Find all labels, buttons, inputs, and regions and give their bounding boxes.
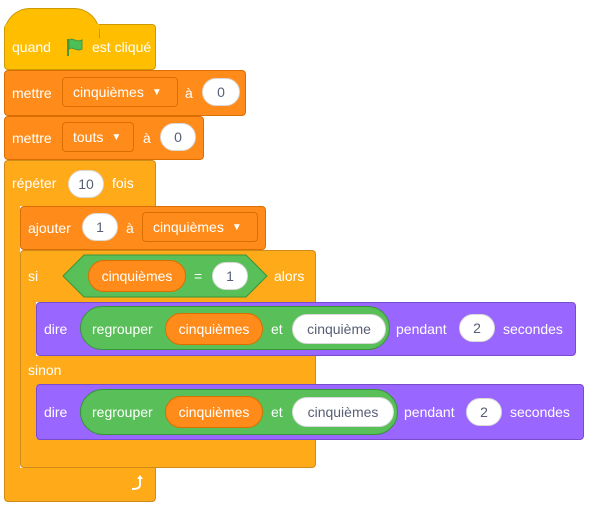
say1-unit: secondes xyxy=(503,321,563,337)
repeat-suffix: fois xyxy=(112,175,134,191)
change-variable-dropdown[interactable]: cinquièmes ▼ xyxy=(142,212,258,242)
set1-value-input[interactable]: 0 xyxy=(202,78,240,106)
cond-value-input[interactable]: 1 xyxy=(212,262,248,290)
say2-secs: 2 xyxy=(480,404,488,420)
repeat-bottom xyxy=(4,468,156,502)
set2-label: mettre xyxy=(12,130,52,146)
dropdown-arrow-icon: ▼ xyxy=(111,131,122,143)
say2-unit: secondes xyxy=(510,404,570,420)
repeat-arm xyxy=(4,204,20,470)
set2-to: à xyxy=(143,130,151,146)
cond-variable-name: cinquièmes xyxy=(101,268,173,284)
set1-variable-dropdown[interactable]: cinquièmes ▼ xyxy=(62,77,178,107)
hat-cap-fill xyxy=(5,24,99,40)
set2-variable-name: touts xyxy=(73,129,104,145)
join1-text: cinquième xyxy=(307,321,371,337)
loop-arrow-icon xyxy=(131,475,143,490)
repeat-count: 10 xyxy=(78,176,94,192)
set1-to: à xyxy=(185,85,193,101)
else-bar xyxy=(20,356,316,386)
green-flag-icon xyxy=(67,38,83,56)
repeat-label: répéter xyxy=(12,175,57,191)
set2-variable-dropdown[interactable]: touts ▼ xyxy=(62,122,134,152)
say1-label: dire xyxy=(44,321,68,337)
say2-label: dire xyxy=(44,404,68,420)
dropdown-arrow-icon: ▼ xyxy=(231,221,242,233)
change-to: à xyxy=(126,220,134,236)
else-label: sinon xyxy=(28,362,62,378)
hat-label-quand: quand xyxy=(12,39,51,55)
change-value-input[interactable]: 1 xyxy=(82,213,118,241)
set2-value-input[interactable]: 0 xyxy=(160,123,196,151)
say2-variable-reporter[interactable]: cinquièmes xyxy=(165,396,263,428)
join1-label: regrouper xyxy=(92,321,153,337)
if-label: si xyxy=(28,268,39,284)
then-label: alors xyxy=(274,268,305,284)
join1-text-input[interactable]: cinquième xyxy=(292,314,386,344)
join2-and: et xyxy=(271,404,283,420)
say1-secs-input[interactable]: 2 xyxy=(459,314,495,342)
else-arm xyxy=(20,384,36,440)
set1-variable-name: cinquièmes xyxy=(73,84,144,100)
say2-for: pendant xyxy=(404,404,455,420)
repeat-count-input[interactable]: 10 xyxy=(68,170,104,198)
set1-value: 0 xyxy=(217,84,225,100)
join2-label: regrouper xyxy=(92,404,153,420)
say1-secs: 2 xyxy=(473,320,481,336)
say2-variable-name: cinquièmes xyxy=(178,404,250,420)
say1-variable-name: cinquièmes xyxy=(178,321,250,337)
change-variable-name: cinquièmes xyxy=(153,219,224,235)
hat-label-suffix: est cliqué xyxy=(92,39,152,55)
join1-and: et xyxy=(271,321,283,337)
cond-value: 1 xyxy=(226,268,234,284)
change-value: 1 xyxy=(96,219,104,235)
set2-value: 0 xyxy=(174,129,182,145)
dropdown-arrow-icon: ▼ xyxy=(151,86,162,98)
set1-label: mettre xyxy=(12,85,52,101)
if-else-bottom xyxy=(20,438,316,468)
join2-text: cinquièmes xyxy=(307,404,379,420)
join2-text-input[interactable]: cinquièmes xyxy=(292,397,394,427)
cond-operator: = xyxy=(194,268,203,284)
say1-for: pendant xyxy=(396,321,447,337)
say2-secs-input[interactable]: 2 xyxy=(466,398,502,426)
change-label: ajouter xyxy=(28,220,71,236)
cond-variable-reporter[interactable]: cinquièmes xyxy=(88,260,186,292)
say1-variable-reporter[interactable]: cinquièmes xyxy=(165,313,263,345)
